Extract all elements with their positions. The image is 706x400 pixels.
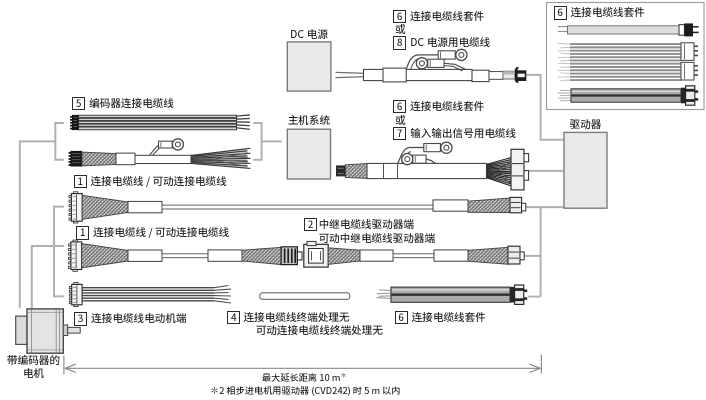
- cable-set-panel: [545, 1, 705, 111]
- label-number-box: 1: [73, 174, 87, 188]
- label-text: DC 电源用电缆线: [410, 35, 491, 51]
- label-host-system: 主机系统: [287, 114, 331, 127]
- relay-cable-illustration: [68, 239, 525, 272]
- motor-illustration: [15, 308, 81, 354]
- dc-power-box: [286, 41, 332, 92]
- label-number-box: 8: [393, 36, 407, 50]
- label-number-box: 5: [72, 96, 86, 110]
- label-text: 输入输出信号用电缆线: [410, 125, 517, 141]
- label-number-box: 4: [227, 310, 241, 324]
- label-text: 可动连接电缆线终端处理无: [255, 323, 383, 339]
- label-text: 中继电缆线驱动器端: [318, 217, 415, 233]
- label-text: 带编码器的: [7, 353, 60, 369]
- label-text: 连接电缆线套件: [411, 309, 486, 325]
- dc-power-cable-illustration: [335, 48, 527, 83]
- label-text: 连接电缆线 / 可动连接电缆线: [93, 225, 230, 241]
- connection-cable-lower-illustration: [68, 191, 527, 224]
- label-text: 驱动器: [569, 116, 602, 132]
- label-number-box: 7: [393, 126, 407, 141]
- label-text: DC 电源: [290, 27, 328, 43]
- inset-motor-cable: [557, 85, 699, 106]
- max-extension-dimension: [63, 354, 542, 375]
- label-number-box: 6: [394, 310, 408, 324]
- label-number-box: 6: [393, 100, 407, 114]
- connection-cable-upper-illustration: [68, 138, 251, 170]
- label-number-box: 2: [304, 218, 318, 232]
- asterisk-mark: ✽: [340, 371, 347, 380]
- label-text: 连接电缆线套件: [410, 99, 485, 115]
- label-text: 电机: [22, 365, 45, 381]
- label-text: 连接电缆线 / 可动连接电缆线: [90, 173, 227, 189]
- label-max-extension: 最大延长距离 10 m✽: [262, 372, 346, 382]
- inset-signal-cable: [557, 42, 698, 82]
- label-text: 或: [395, 112, 406, 128]
- io-signal-cable-illustration: [336, 141, 530, 191]
- label-number-box: 6: [393, 9, 407, 23]
- label-text: 连接电缆线套件: [570, 5, 645, 21]
- label-number-box: 1: [76, 226, 90, 240]
- driver-box: [563, 131, 608, 209]
- label-text: 连接电缆线终端处理无: [243, 309, 350, 325]
- connection-lines: [18, 73, 564, 309]
- label-motor: 带编码器的电机: [3, 355, 64, 380]
- encoder-cable-illustration: [70, 114, 250, 131]
- inset-power-cable: [558, 23, 699, 37]
- label-text: ✽2 相步进电机用驱动器 (CVD242) 时 5 m 以内: [210, 383, 401, 398]
- motor-end-cable-illustration: [68, 282, 232, 308]
- cable-set-bottom-illustration: [376, 284, 528, 305]
- label-text: 连接电缆线套件: [410, 8, 485, 24]
- label-text: 主机系统: [287, 113, 330, 129]
- label-number-box: 6: [553, 6, 567, 20]
- label-text: 编码器连接电缆线: [89, 95, 174, 111]
- label-text: 最大延长距离 10 m: [262, 370, 341, 385]
- label-text: 可动中继电缆线驱动器端: [318, 230, 436, 246]
- label-dc-power: DC 电源: [287, 28, 331, 41]
- label-text: 或: [395, 22, 406, 37]
- label-text: 连接电缆线电动机端: [91, 311, 187, 327]
- unterminated-cable-illustration: [259, 292, 351, 301]
- label-footnote: ✽2 相步进电机用驱动器 (CVD242) 时 5 m 以内: [210, 385, 400, 395]
- label-driver: 驱动器: [564, 116, 607, 132]
- label-number-box: 3: [74, 312, 88, 326]
- host-system-box: [286, 128, 332, 180]
